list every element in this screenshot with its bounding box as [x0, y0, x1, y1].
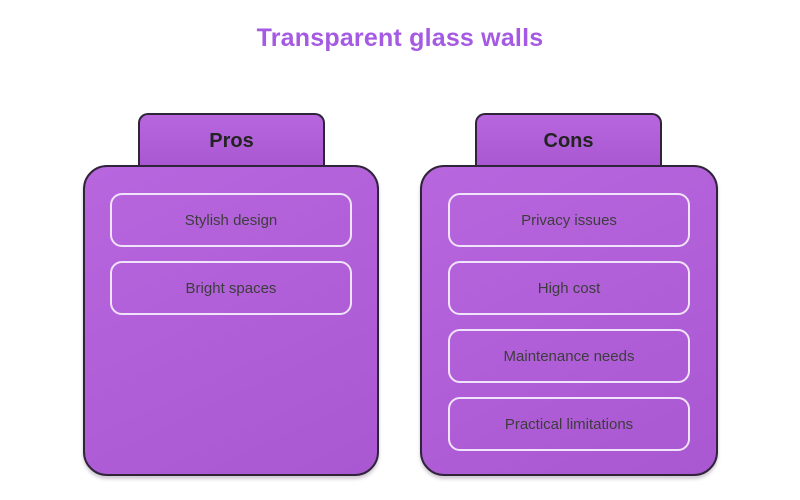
cons-item: Maintenance needs	[448, 329, 690, 383]
cons-item: High cost	[448, 261, 690, 315]
pros-header-tab: Pros	[138, 113, 325, 167]
cons-item: Privacy issues	[448, 193, 690, 247]
pros-item: Stylish design	[110, 193, 352, 247]
cons-panel: Privacy issues High cost Maintenance nee…	[420, 165, 718, 476]
page-title: Transparent glass walls	[256, 24, 544, 52]
cons-header-label: Cons	[543, 129, 594, 152]
cons-header-tab: Cons	[475, 113, 662, 167]
pros-panel: Stylish design Bright spaces	[83, 165, 379, 476]
pros-item: Bright spaces	[110, 261, 352, 315]
cons-item: Practical limitations	[448, 397, 690, 451]
pros-header-label: Pros	[209, 129, 254, 152]
